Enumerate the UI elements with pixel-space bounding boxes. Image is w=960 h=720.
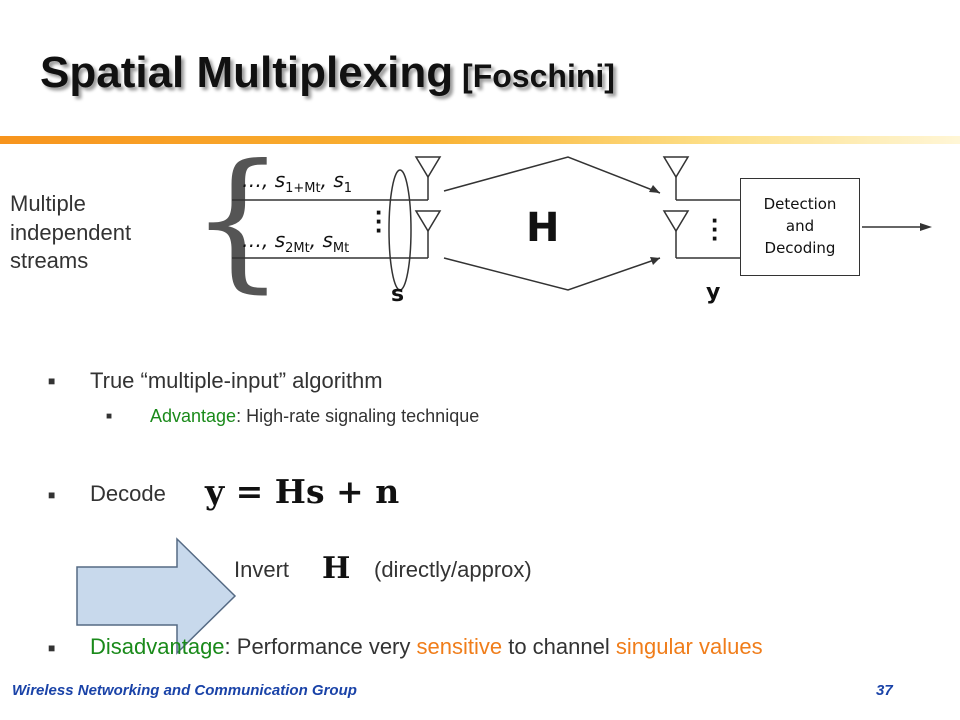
singular-values-highlight: singular values [615, 634, 763, 659]
sensitive-highlight: sensitive [416, 634, 503, 659]
rx-vector-label: y [706, 280, 721, 305]
decode-equation: y = Hs + n [205, 472, 400, 511]
output-arrowhead [920, 223, 932, 231]
bullet-3-text: Disadvantage: Performance very sensitive… [90, 634, 763, 660]
detector-line-2: and [785, 217, 815, 236]
channel-matrix-label: H [526, 205, 560, 251]
bullet-1a-square-icon: ■ [106, 411, 113, 422]
stream-2-label: …, s2Mt, sMt [242, 228, 350, 256]
streams-label: Multiple independent streams [10, 190, 131, 276]
tx-antenna-1-icon [414, 156, 442, 200]
bullet-1-text: True “multiple-input” algorithm [90, 368, 383, 393]
disadvantage-text-2: to channel [502, 634, 616, 659]
bullet-3-square-icon: ■ [48, 641, 56, 655]
bullet-1-square-icon: ■ [48, 374, 56, 388]
bullet-2-text: Decode [90, 481, 166, 506]
channel-lower-arrowhead [650, 257, 660, 265]
invert-label: Invert [234, 557, 290, 582]
rx-antenna-2-icon [662, 210, 690, 258]
bullet-2-square-icon: ■ [48, 488, 56, 502]
rx-antenna-1-icon [662, 156, 690, 200]
invert-note: (directly/approx) [374, 557, 532, 582]
streams-label-line-1: Multiple [10, 191, 86, 216]
rx-vertical-dots: ··· [711, 205, 720, 253]
title-citation: [Foschini] [462, 58, 615, 94]
block-right-arrow-icon [76, 537, 237, 655]
streams-label-line-2: independent [10, 219, 132, 245]
tx-vector-label: s [391, 282, 405, 307]
mimo-diagram [232, 156, 932, 291]
channel-lower-path [443, 257, 661, 291]
channel-upper-path [443, 156, 661, 194]
disadvantage-text-1: : Performance very [224, 634, 417, 659]
left-brace: { [190, 133, 286, 307]
detector-line-1: Detection [763, 195, 837, 214]
tx-antenna-2-icon [414, 210, 442, 258]
title-main: Spatial Multiplexing [40, 48, 454, 97]
advantage-text: : High-rate signaling technique [236, 406, 480, 426]
title-divider [0, 136, 960, 144]
advantage-label: Advantage [150, 406, 237, 426]
tx-vertical-dots: ··· [375, 197, 384, 245]
channel-upper-arrowhead [649, 185, 660, 193]
detector-line-3: Decoding [764, 238, 836, 257]
disadvantage-label: Disadvantage [90, 634, 225, 659]
slide-title: Spatial Multiplexing [Foschini] [40, 48, 615, 98]
invert-symbol: H [322, 551, 351, 586]
bullet-1a-text: Advantage: High-rate signaling technique [150, 406, 479, 427]
streams-label-line-3: streams [10, 248, 89, 274]
stream-1-label: …, s1+Mt, s1 [242, 168, 353, 196]
s-vector-ellipse [388, 169, 412, 291]
footer-group: Wireless Networking and Communication Gr… [12, 682, 357, 699]
detection-decoding-block: Detection and Decoding [740, 178, 860, 276]
page-number: 37 [876, 682, 893, 699]
